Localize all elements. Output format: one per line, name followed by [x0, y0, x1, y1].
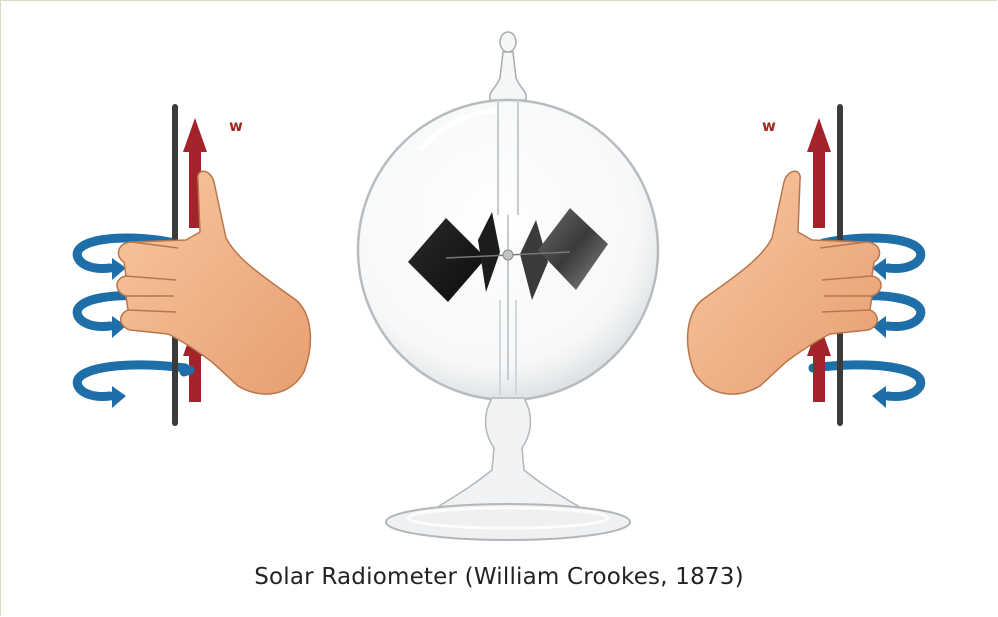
right-right-hand-rule: w [688, 104, 921, 426]
crookes-radiometer-icon [358, 32, 658, 540]
right-w-label: w [762, 117, 776, 135]
left-w-label: w [229, 117, 243, 135]
figure-caption: Solar Radiometer (William Crookes, 1873) [0, 564, 998, 590]
left-right-hand-rule: w [77, 104, 310, 426]
right-w-arrow-upper [807, 118, 831, 228]
